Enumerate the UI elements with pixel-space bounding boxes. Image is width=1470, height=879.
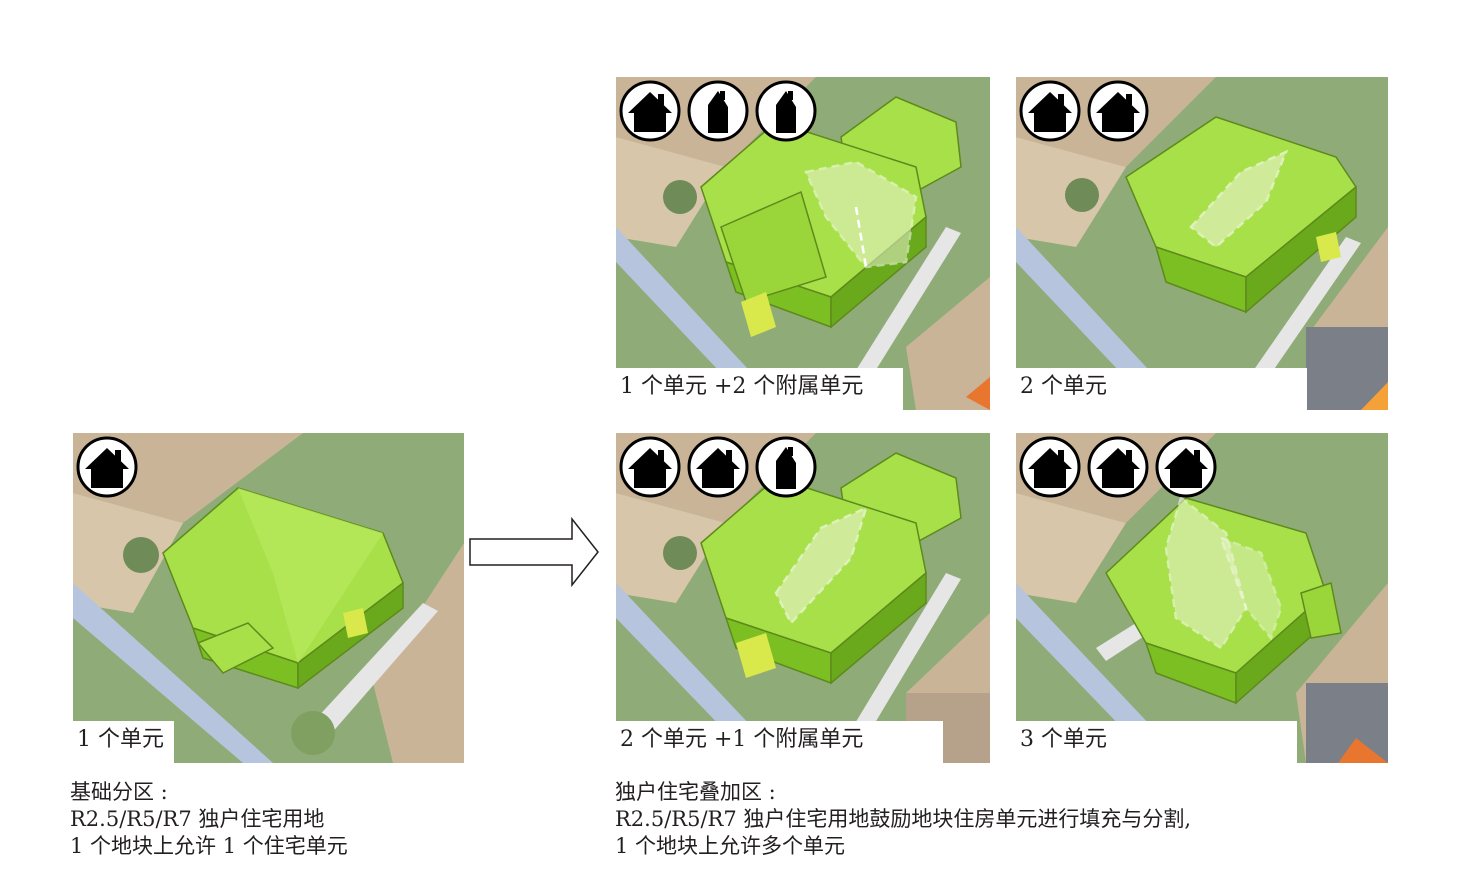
base-zoning-description: 基础分区 : R2.5/R5/R7 独户住宅用地 1 个地块上允许 1 个住宅单… bbox=[70, 779, 348, 860]
panel-caption: 1 个单元 bbox=[73, 721, 174, 763]
unit-icons bbox=[75, 435, 139, 499]
description-line: 1 个地块上允许 1 个住宅单元 bbox=[70, 834, 348, 858]
house-icon bbox=[1018, 79, 1082, 143]
unit-icons bbox=[618, 79, 818, 143]
house-icon bbox=[686, 435, 750, 499]
annex-icon bbox=[686, 79, 750, 143]
annex-icon bbox=[754, 435, 818, 499]
right-arrow-icon bbox=[469, 517, 599, 587]
overlay-panel-2-units: 2 个单元 bbox=[1016, 77, 1388, 410]
base-zoning-panel: 1 个单元 bbox=[73, 433, 464, 763]
unit-icons bbox=[618, 435, 818, 499]
unit-icons bbox=[1018, 79, 1150, 143]
overlay-illustration-2 bbox=[1016, 77, 1388, 410]
overlay-illustration-3 bbox=[616, 433, 990, 763]
unit-icons bbox=[1018, 435, 1218, 499]
panel-caption: 2 个单元 +1 个附属单元 bbox=[616, 721, 944, 763]
overlay-panel-1-plus-2-adu: 1 个单元 +2 个附属单元 bbox=[616, 77, 990, 410]
annex-icon bbox=[754, 79, 818, 143]
panel-caption: 3 个单元 bbox=[1016, 721, 1297, 763]
description-line: R2.5/R5/R7 独户住宅用地 bbox=[70, 807, 325, 831]
house-icon bbox=[1154, 435, 1218, 499]
panel-caption: 2 个单元 bbox=[1016, 368, 1307, 410]
house-icon bbox=[1086, 79, 1150, 143]
panel-caption: 1 个单元 +2 个附属单元 bbox=[616, 368, 904, 410]
base-zoning-illustration bbox=[73, 433, 464, 763]
description-line: R2.5/R5/R7 独户住宅用地鼓励地块住房单元进行填充与分割, bbox=[615, 807, 1192, 831]
house-icon bbox=[618, 79, 682, 143]
description-title: 独户住宅叠加区 : bbox=[615, 780, 776, 804]
house-icon bbox=[1086, 435, 1150, 499]
description-title: 基础分区 : bbox=[70, 780, 168, 804]
house-icon bbox=[1018, 435, 1082, 499]
overlay-zone-description: 独户住宅叠加区 : R2.5/R5/R7 独户住宅用地鼓励地块住房单元进行填充与… bbox=[615, 779, 1191, 860]
description-line: 1 个地块上允许多个单元 bbox=[615, 834, 846, 858]
overlay-panel-3-units: 3 个单元 bbox=[1016, 433, 1388, 763]
overlay-panel-2-plus-1-adu: 2 个单元 +1 个附属单元 bbox=[616, 433, 990, 763]
house-icon bbox=[618, 435, 682, 499]
house-icon bbox=[75, 435, 139, 499]
